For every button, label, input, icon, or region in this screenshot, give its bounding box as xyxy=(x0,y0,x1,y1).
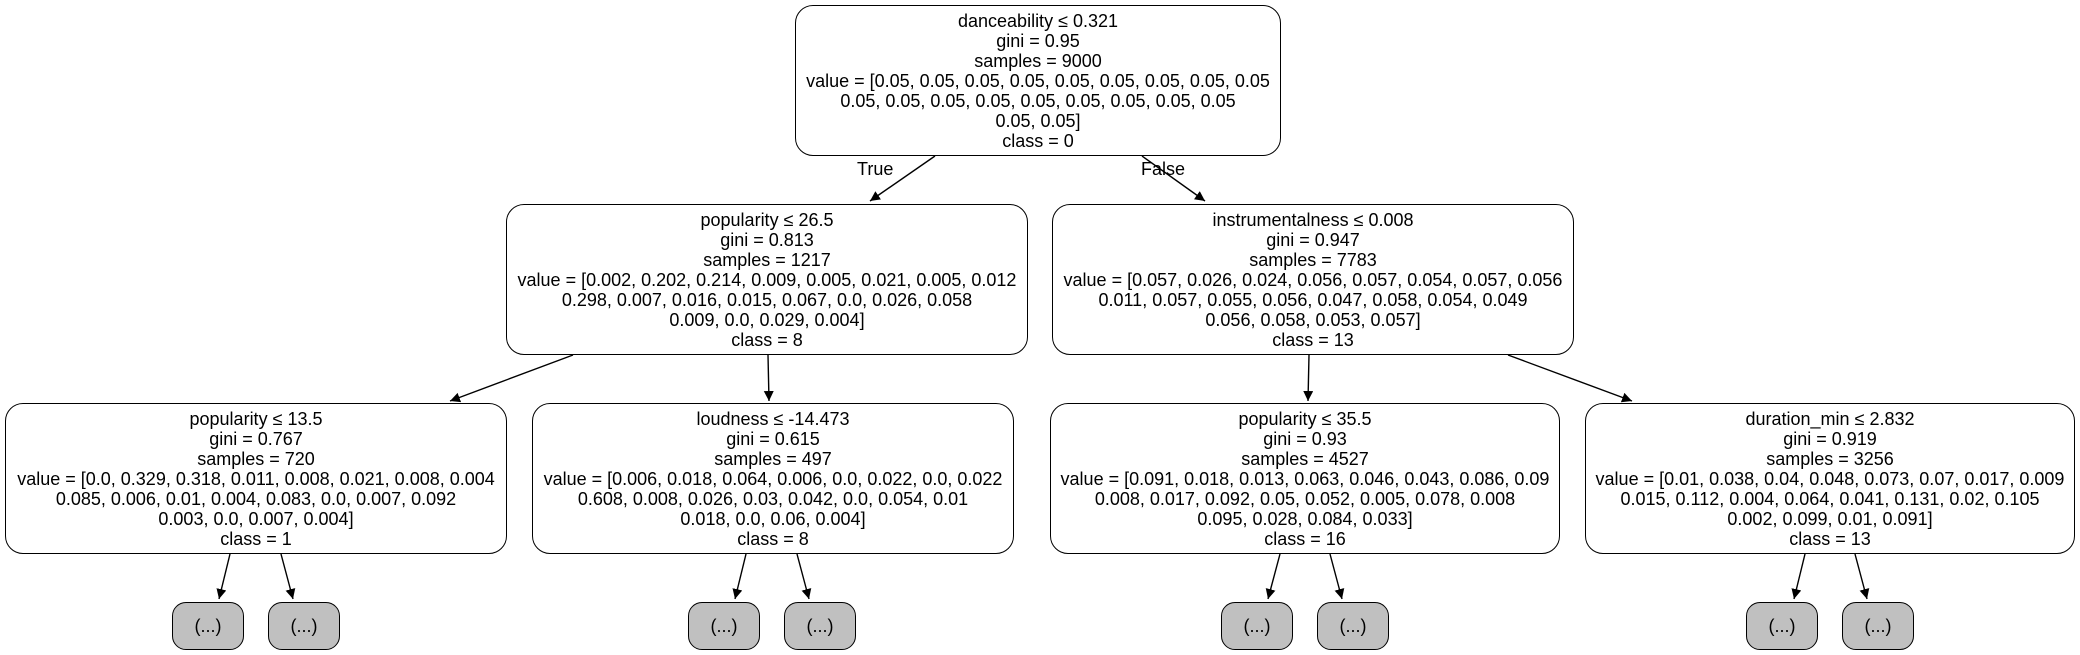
node-value-line: 0.018, 0.0, 0.06, 0.004] xyxy=(680,508,866,529)
edge-ll-leaf1 xyxy=(216,553,231,600)
node-value-line: 0.05, 0.05, 0.05, 0.05, 0.05, 0.05, 0.05… xyxy=(840,90,1236,111)
node-value-line: value = [0.091, 0.018, 0.013, 0.063, 0.0… xyxy=(1060,468,1550,489)
tree-node-right-right: duration_min ≤ 2.832 gini = 0.919 sample… xyxy=(1585,403,2075,554)
node-class: class = 13 xyxy=(1272,329,1354,350)
node-samples: samples = 1217 xyxy=(703,249,831,270)
node-samples: samples = 497 xyxy=(714,448,832,469)
edge-root-right xyxy=(1141,155,1206,202)
edge-left-lr xyxy=(763,354,774,402)
node-class: class = 0 xyxy=(1002,130,1074,151)
truncated-leaf: (...) xyxy=(784,602,856,650)
tree-node-root: danceability ≤ 0.321 gini = 0.95 samples… xyxy=(795,5,1281,156)
node-class: class = 1 xyxy=(220,528,292,549)
truncated-leaf: (...) xyxy=(688,602,760,650)
edge-rr-leaf1 xyxy=(1791,553,1806,600)
tree-node-left-right: loudness ≤ -14.473 gini = 0.615 samples … xyxy=(532,403,1014,554)
node-value-line: 0.298, 0.007, 0.016, 0.015, 0.067, 0.0, … xyxy=(561,289,973,310)
node-split: popularity ≤ 35.5 xyxy=(1238,408,1372,429)
node-value-line: 0.003, 0.0, 0.007, 0.004] xyxy=(158,508,354,529)
edge-rl-leaf2 xyxy=(1329,553,1345,600)
edge-rr-leaf2 xyxy=(1854,553,1870,600)
tree-node-left: popularity ≤ 26.5 gini = 0.813 samples =… xyxy=(506,204,1028,355)
truncated-leaf: (...) xyxy=(1221,602,1293,650)
node-gini: gini = 0.947 xyxy=(1266,229,1360,250)
node-samples: samples = 9000 xyxy=(974,50,1102,71)
node-samples: samples = 3256 xyxy=(1766,448,1894,469)
node-value-line: value = [0.057, 0.026, 0.024, 0.056, 0.0… xyxy=(1063,269,1563,290)
node-value-line: 0.095, 0.028, 0.084, 0.033] xyxy=(1197,508,1413,529)
edge-left-ll xyxy=(449,354,574,403)
node-samples: samples = 4527 xyxy=(1241,448,1369,469)
node-split: popularity ≤ 13.5 xyxy=(189,408,323,429)
edge-right-rr xyxy=(1507,354,1633,403)
node-samples: samples = 7783 xyxy=(1249,249,1377,270)
edge-label-false: False xyxy=(1141,159,1186,179)
node-value-line: 0.009, 0.0, 0.029, 0.004] xyxy=(669,309,865,330)
node-gini: gini = 0.767 xyxy=(209,428,303,449)
node-class: class = 13 xyxy=(1789,528,1871,549)
node-value-line: 0.015, 0.112, 0.004, 0.064, 0.041, 0.131… xyxy=(1620,488,2040,509)
truncated-leaf: (...) xyxy=(1746,602,1818,650)
node-value-line: value = [0.0, 0.329, 0.318, 0.011, 0.008… xyxy=(17,468,495,489)
node-class: class = 16 xyxy=(1264,528,1346,549)
node-gini: gini = 0.95 xyxy=(996,30,1080,51)
node-split: popularity ≤ 26.5 xyxy=(700,209,834,230)
tree-node-left-left: popularity ≤ 13.5 gini = 0.767 samples =… xyxy=(5,403,507,554)
node-gini: gini = 0.615 xyxy=(726,428,820,449)
node-value-line: 0.085, 0.006, 0.01, 0.004, 0.083, 0.0, 0… xyxy=(55,488,457,509)
node-value-line: value = [0.006, 0.018, 0.064, 0.006, 0.0… xyxy=(543,468,1003,489)
node-value-line: value = [0.002, 0.202, 0.214, 0.009, 0.0… xyxy=(517,269,1017,290)
tree-node-right-left: popularity ≤ 35.5 gini = 0.93 samples = … xyxy=(1050,403,1560,554)
node-split: loudness ≤ -14.473 xyxy=(696,408,850,429)
node-value-line: 0.011, 0.057, 0.055, 0.056, 0.047, 0.058… xyxy=(1098,289,1528,310)
edge-lr-leaf2 xyxy=(796,553,812,600)
tree-node-right: instrumentalness ≤ 0.008 gini = 0.947 sa… xyxy=(1052,204,1574,355)
node-class: class = 8 xyxy=(737,528,809,549)
edge-lr-leaf1 xyxy=(732,553,747,600)
node-split: duration_min ≤ 2.832 xyxy=(1745,408,1915,429)
node-value-line: 0.002, 0.099, 0.01, 0.091] xyxy=(1727,508,1933,529)
node-value-line: 0.008, 0.017, 0.092, 0.05, 0.052, 0.005,… xyxy=(1094,488,1516,509)
node-value-line: value = [0.05, 0.05, 0.05, 0.05, 0.05, 0… xyxy=(806,70,1270,91)
node-value-line: 0.056, 0.058, 0.053, 0.057] xyxy=(1205,309,1421,330)
truncated-leaf: (...) xyxy=(172,602,244,650)
edge-root-left xyxy=(869,155,936,202)
node-value-line: 0.05, 0.05] xyxy=(995,110,1081,131)
node-gini: gini = 0.919 xyxy=(1783,428,1877,449)
edge-rl-leaf1 xyxy=(1265,553,1281,600)
node-split: instrumentalness ≤ 0.008 xyxy=(1212,209,1414,230)
edge-ll-leaf2 xyxy=(280,553,296,600)
truncated-leaf: (...) xyxy=(268,602,340,650)
edge-right-rl xyxy=(1303,354,1314,402)
node-value-line: value = [0.01, 0.038, 0.04, 0.048, 0.073… xyxy=(1595,468,2065,489)
node-value-line: 0.608, 0.008, 0.026, 0.03, 0.042, 0.0, 0… xyxy=(577,488,969,509)
node-split: danceability ≤ 0.321 xyxy=(958,10,1118,31)
edge-label-true: True xyxy=(857,159,894,179)
node-gini: gini = 0.813 xyxy=(720,229,814,250)
node-gini: gini = 0.93 xyxy=(1263,428,1347,449)
truncated-leaf: (...) xyxy=(1317,602,1389,650)
node-class: class = 8 xyxy=(731,329,803,350)
node-samples: samples = 720 xyxy=(197,448,315,469)
truncated-leaf: (...) xyxy=(1842,602,1914,650)
